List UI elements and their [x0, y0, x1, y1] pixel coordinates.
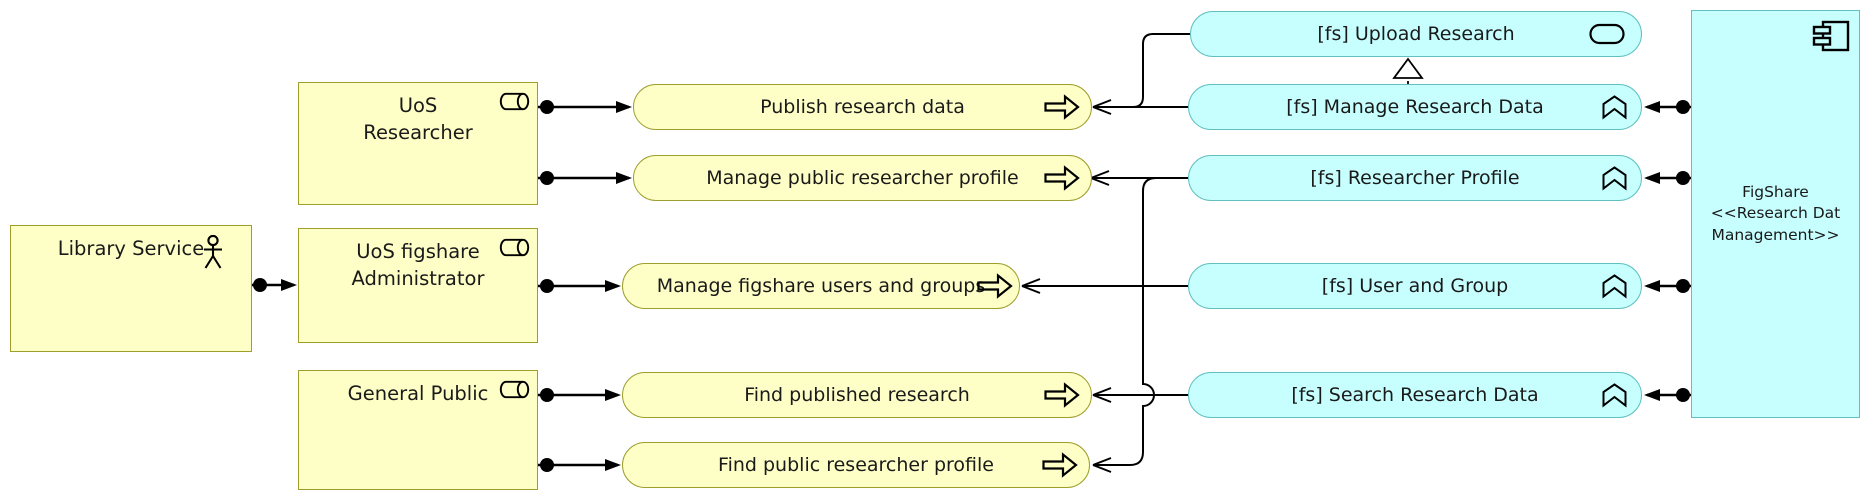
app-function-fs-user-and-group-label: [fs] User and Group — [1321, 275, 1509, 297]
actor-library-service[interactable]: Library Service — [10, 225, 252, 352]
app-function-fs-user-and-group[interactable]: [fs] User and Group — [1188, 263, 1642, 309]
process-arrow-icon — [1044, 94, 1080, 120]
process-publish-research-data[interactable]: Publish research data — [633, 84, 1092, 130]
role-uos-researcher[interactable]: UoS Researcher — [298, 82, 538, 205]
process-arrow-icon — [1042, 452, 1078, 478]
process-manage-figshare-users-and-groups-label: Manage figshare users and groups — [656, 275, 986, 297]
role-uos-researcher-label-line1: UoS — [398, 94, 438, 117]
role-cylinder-icon — [499, 92, 530, 111]
app-function-fs-manage-research-data[interactable]: [fs] Manage Research Data — [1188, 84, 1642, 130]
process-manage-public-researcher-profile-label: Manage public researcher profile — [706, 167, 1019, 189]
app-function-fs-search-research-data-label: [fs] Search Research Data — [1291, 384, 1539, 406]
role-uos-figshare-administrator[interactable]: UoS figshare Administrator — [298, 228, 538, 343]
process-find-published-research-label: Find published research — [744, 384, 970, 406]
process-manage-figshare-users-and-groups[interactable]: Manage figshare users and groups — [622, 263, 1020, 309]
app-function-fs-manage-research-data-label: [fs] Manage Research Data — [1286, 96, 1544, 118]
process-find-published-research[interactable]: Find published research — [622, 372, 1092, 418]
actor-library-service-label: Library Service — [57, 237, 205, 260]
app-function-fs-search-research-data[interactable]: [fs] Search Research Data — [1188, 372, 1642, 418]
application-service-icon — [1589, 23, 1625, 45]
app-service-fs-upload-research-label: [fs] Upload Research — [1317, 23, 1515, 45]
process-manage-public-researcher-profile[interactable]: Manage public researcher profile — [633, 155, 1092, 201]
component-figshare-label-line3: Management>> — [1711, 225, 1840, 244]
role-general-public-label: General Public — [347, 382, 489, 405]
process-find-public-researcher-profile-label: Find public researcher profile — [718, 454, 994, 476]
component-figshare-label-line1: FigShare — [1742, 182, 1809, 201]
process-publish-research-data-label: Publish research data — [760, 96, 965, 118]
component-figshare[interactable]: FigShare <<Research Dat Management>> — [1691, 10, 1860, 418]
app-service-fs-upload-research[interactable]: [fs] Upload Research — [1190, 11, 1642, 57]
role-uos-figshare-administrator-label-line2: Administrator — [351, 267, 485, 290]
role-cylinder-icon — [499, 238, 530, 257]
actor-icon — [204, 235, 222, 269]
application-function-icon — [1602, 383, 1627, 408]
process-arrow-icon — [977, 273, 1013, 299]
process-arrow-icon — [1044, 165, 1080, 191]
application-function-icon — [1602, 95, 1627, 120]
application-function-icon — [1602, 166, 1627, 191]
role-uos-figshare-administrator-label-line1: UoS figshare — [356, 240, 480, 263]
app-function-fs-researcher-profile-label: [fs] Researcher Profile — [1310, 167, 1520, 189]
process-arrow-icon — [1044, 382, 1080, 408]
process-find-public-researcher-profile[interactable]: Find public researcher profile — [622, 442, 1090, 488]
component-figshare-label-line2: <<Research Dat — [1710, 204, 1841, 223]
application-function-icon — [1602, 274, 1627, 299]
role-uos-researcher-label-line2: Researcher — [363, 121, 473, 144]
component-icon — [1812, 20, 1850, 52]
role-general-public[interactable]: General Public — [298, 370, 538, 490]
app-function-fs-researcher-profile[interactable]: [fs] Researcher Profile — [1188, 155, 1642, 201]
role-cylinder-icon — [499, 380, 530, 399]
